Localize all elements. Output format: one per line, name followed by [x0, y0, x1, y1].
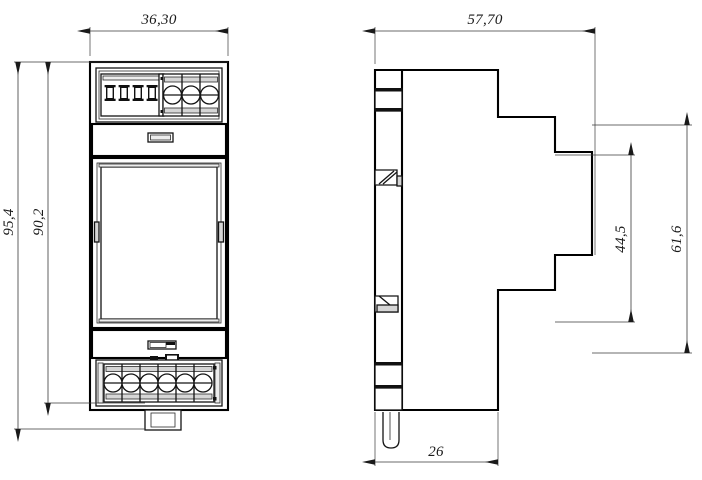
terminal-screw: [139, 373, 159, 393]
center-display-bottom-rib: [98, 318, 220, 323]
din-spring-loop: [382, 412, 400, 449]
bottom-label-band: [90, 328, 228, 361]
din-clip-lower-slot: [374, 362, 403, 389]
latch-upper-tab: [396, 175, 403, 187]
top-terminal-slot: [132, 85, 144, 101]
bottom-screw-block-rib: [105, 393, 213, 400]
dim-label-width-front: 36,30: [140, 12, 176, 28]
top-screw-block-rib: [164, 107, 218, 114]
front-view: [88, 60, 230, 431]
terminal-screw: [103, 373, 123, 393]
top-label-band: [90, 122, 228, 158]
dim-label-height-total: 95,4: [1, 208, 17, 236]
top-terminal-slot: [104, 85, 116, 101]
din-rail-foot: [144, 409, 182, 431]
din-clip-upper: [374, 88, 403, 112]
terminal-screw: [121, 373, 141, 393]
top-terminal-slots: [104, 85, 158, 101]
din-rail-spring: [382, 412, 400, 449]
terminal-screw: [193, 373, 213, 393]
center-display: [90, 156, 228, 330]
terminal-screw: [162, 85, 183, 105]
terminal-screw: [181, 85, 201, 105]
dim-label-height-body: 90,2: [31, 208, 47, 236]
bottom-label-window-inner: [149, 342, 167, 348]
front-view-dimensions: 36,30 95,4 90,2: [1, 12, 229, 442]
latch-lower-grip: [376, 304, 399, 313]
bottom-screw-block-rib: [105, 366, 213, 372]
dim-label-depth-front: 44,5: [613, 225, 629, 253]
center-display-top-rib: [98, 163, 220, 168]
bottom-terminal-screws: [103, 373, 213, 393]
top-label-band-outline: [90, 122, 228, 158]
top-terminal-block: [95, 67, 223, 123]
terminal-screw: [175, 373, 195, 393]
release-latch-lower: [374, 295, 399, 313]
top-terminal-slot: [118, 85, 130, 101]
top-label-window-inner: [150, 134, 171, 141]
dim-label-depth-total: 57,70: [467, 12, 502, 28]
bottom-terminal-block: [95, 359, 223, 407]
release-latch-upper: [374, 169, 403, 187]
top-terminal-slot: [146, 85, 158, 101]
bottom-connector-pin: [150, 356, 158, 361]
top-screw-block-rib: [164, 76, 218, 83]
din-clip-upper-slot: [374, 88, 403, 112]
dim-label-depth-step: 61,6: [669, 225, 685, 253]
terminal-screw: [199, 85, 220, 105]
display-right-tab: [217, 221, 225, 243]
top-slot-plate-rib: [102, 75, 163, 81]
din-clip-lower-slot-2: [374, 387, 403, 411]
side-view: [373, 68, 594, 449]
side-view-dimensions: 57,70 44,5 61,6 26: [362, 12, 692, 466]
top-terminal-screws: [162, 85, 220, 105]
din-foot-inner: [150, 412, 176, 428]
side-body-outline: [373, 68, 594, 412]
display-left-tab: [93, 221, 100, 243]
center-display-window: [100, 166, 218, 320]
terminal-screw: [157, 373, 177, 393]
din-clip-lower: [374, 362, 403, 411]
dim-label-depth-rail: 26: [428, 444, 444, 460]
